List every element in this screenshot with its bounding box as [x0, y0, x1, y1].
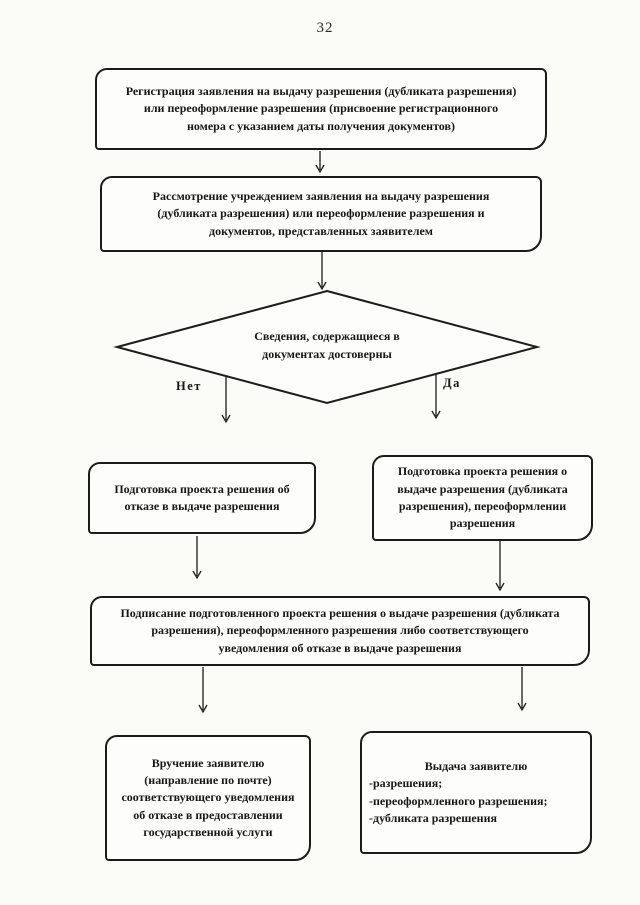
- box-text-line: номера с указанием даты получения докуме…: [187, 118, 455, 133]
- flow-box-review: Рассмотрение учреждением заявления на вы…: [100, 176, 542, 252]
- box-text-line: соответствующего уведомления: [121, 790, 295, 805]
- box-text-line: Вручение заявителю: [151, 755, 265, 770]
- list-item: -дубликата разрешения: [369, 810, 497, 825]
- flow-box-refusal-draft: Подготовка проекта решения об отказе в в…: [88, 462, 316, 534]
- arrow-refusal-to-signing: [192, 536, 202, 580]
- box-title: Выдача заявителю: [424, 758, 528, 773]
- box-text-line: (направление по почте): [144, 772, 272, 787]
- arrow-signing-to-delivery: [198, 667, 208, 714]
- box-text-line: об отказе в предоставлении: [133, 807, 283, 822]
- arrow-branch-no: [221, 376, 231, 424]
- flow-box-issuance: Выдача заявителю -разрешения; -переоформ…: [360, 731, 592, 854]
- branch-label-yes: Да: [443, 376, 461, 390]
- arrow-branch-yes: [431, 374, 441, 420]
- box-text-line: или переоформление разрешения (присвоени…: [143, 101, 499, 116]
- box-text-line: (дубликата разрешения) или переоформлени…: [157, 206, 485, 221]
- arrow-review-to-decision: [317, 252, 327, 291]
- box-text-line: уведомления об отказе в выдаче разрешени…: [218, 640, 462, 655]
- arrow-registration-to-review: [315, 151, 325, 174]
- box-text-line: Подписание подготовленного проекта решен…: [120, 605, 560, 620]
- box-text-line: отказе в выдаче разрешения: [124, 499, 280, 513]
- decision-label: Сведения, содержащиеся в документах дост…: [217, 327, 437, 363]
- list-item: -переоформленного разрешения;: [369, 793, 548, 808]
- decision-diamond: [113, 289, 541, 405]
- box-text-line: государственной услуги: [143, 825, 273, 840]
- page-number: 32: [316, 20, 334, 36]
- box-text-line: Сведения, содержащиеся в: [254, 329, 400, 343]
- box-text-line: выдаче разрешения (дубликата: [397, 481, 568, 496]
- box-text-line: разрешения), переоформлении: [398, 499, 567, 513]
- box-text-line: документов, представленных заявителем: [209, 223, 433, 238]
- box-text-line: Подготовка проекта решения об: [114, 481, 290, 496]
- box-text-line: Рассмотрение учреждением заявления на вы…: [152, 188, 490, 203]
- arrow-issue-to-signing: [495, 541, 505, 592]
- box-text-line: Регистрация заявления на выдачу разрешен…: [125, 83, 517, 98]
- box-text-line: разрешения), переоформленного разрешения…: [151, 623, 529, 638]
- flow-box-signing: Подписание подготовленного проекта решен…: [90, 596, 590, 666]
- list-item: -разрешения;: [369, 776, 443, 791]
- branch-label-no: Нет: [176, 379, 202, 393]
- flow-box-issue-draft: Подготовка проекта решения о выдаче разр…: [372, 455, 593, 541]
- arrow-signing-to-issuance: [517, 667, 527, 712]
- box-text-line: разрешения: [449, 516, 516, 531]
- box-text-line: Подготовка проекта решения о: [397, 464, 568, 479]
- flow-box-registration: Регистрация заявления на выдачу разрешен…: [95, 68, 547, 150]
- flow-box-delivery: Вручение заявителю (направление по почте…: [105, 735, 311, 861]
- box-text-line: документах достоверны: [262, 347, 392, 361]
